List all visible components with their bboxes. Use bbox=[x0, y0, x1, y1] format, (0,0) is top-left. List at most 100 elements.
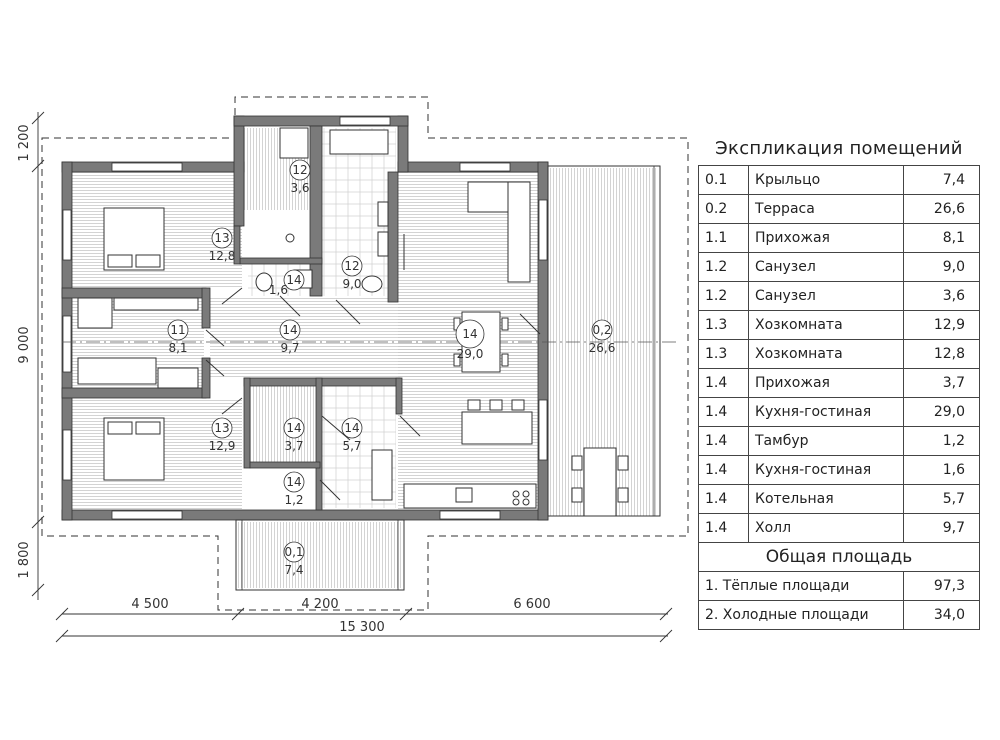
dim-bottom-1: 4 500 bbox=[131, 597, 168, 612]
room-label-area: 5,7 bbox=[342, 439, 361, 453]
sofa bbox=[467, 181, 531, 283]
bed-top bbox=[103, 207, 165, 271]
room-label-area: 29,0 bbox=[457, 347, 484, 361]
room-label-area: 12,8 bbox=[209, 249, 236, 263]
room-number: 1.4 bbox=[698, 397, 749, 427]
room-label-id: 14 bbox=[344, 421, 359, 435]
room-area: 1,2 bbox=[903, 426, 980, 456]
room-label-area: 1,6 bbox=[269, 283, 288, 297]
total-area: 97,3 bbox=[903, 571, 980, 601]
dim-bottom-3: 6 600 bbox=[513, 597, 550, 612]
bath-fixtures bbox=[255, 129, 393, 501]
room-label-area: 26,6 bbox=[589, 341, 616, 355]
dim-left-middle: 9 000 bbox=[17, 326, 32, 363]
porch-frame bbox=[235, 519, 405, 591]
dim-left-top: 1 200 bbox=[17, 124, 32, 161]
room-label: 14 29,0 bbox=[455, 319, 485, 361]
room-label-id: 0,2 bbox=[592, 323, 611, 337]
room-number: 1.4 bbox=[698, 426, 749, 456]
room-area: 3,6 bbox=[903, 281, 980, 311]
room-name: Прихожая bbox=[748, 223, 904, 253]
floor-plan: 12 3,6 13 12,8 14 1,6 12 9,0 11 8,1 14 9… bbox=[17, 96, 689, 643]
room-name: Санузел bbox=[748, 281, 904, 311]
room-name: Крыльцо bbox=[748, 165, 904, 195]
room-name: Санузел bbox=[748, 252, 904, 282]
room-label-id: 0,1 bbox=[284, 545, 303, 559]
dim-left-bottom: 1 800 bbox=[17, 541, 32, 578]
room-name: Хозкомната bbox=[748, 339, 904, 369]
room-label-area: 12,9 bbox=[209, 439, 236, 453]
total-area: 34,0 bbox=[903, 600, 980, 630]
bed-bottom bbox=[103, 417, 165, 481]
room-label-area: 1,2 bbox=[284, 493, 303, 507]
windows bbox=[62, 116, 548, 520]
room-label: 0,2 26,6 bbox=[589, 319, 616, 355]
room-label-area: 7,4 bbox=[284, 563, 303, 577]
room-name: Кухня-гостиная bbox=[748, 455, 904, 485]
room-label-id: 11 bbox=[170, 323, 185, 337]
room-name: Котельная bbox=[748, 484, 904, 514]
total-name: 2. Холодные площади bbox=[698, 600, 904, 630]
room-label-id: 14 bbox=[286, 421, 301, 435]
room-number: 1.3 bbox=[698, 339, 749, 369]
kitchen-counter bbox=[403, 483, 537, 509]
room-label-id: 14 bbox=[282, 323, 297, 337]
schedule-total-header: Общая площадь bbox=[698, 542, 980, 572]
hall-furniture bbox=[77, 297, 199, 389]
room-label-id: 13 bbox=[214, 421, 229, 435]
room-label: 12 9,0 bbox=[341, 255, 363, 291]
room-area: 1,6 bbox=[903, 455, 980, 485]
room-area: 9,7 bbox=[903, 513, 980, 543]
room-area: 12,9 bbox=[903, 310, 980, 340]
dim-bottom-total: 15 300 bbox=[339, 620, 385, 635]
room-number: 1.1 bbox=[698, 223, 749, 253]
kitchen-island bbox=[461, 399, 533, 445]
room-label-id: 14 bbox=[462, 327, 477, 341]
room-area: 5,7 bbox=[903, 484, 980, 514]
room-area: 8,1 bbox=[903, 223, 980, 253]
room-label: 12 3,6 bbox=[289, 159, 311, 195]
total-area-title: Общая площадь bbox=[698, 542, 980, 572]
room-name: Хозкомната bbox=[748, 310, 904, 340]
room-name: Тамбур bbox=[748, 426, 904, 456]
room-label: 0,1 7,4 bbox=[283, 541, 305, 577]
room-label-id: 12 bbox=[292, 163, 307, 177]
room-area: 12,8 bbox=[903, 339, 980, 369]
room-area: 7,4 bbox=[903, 165, 980, 195]
room-label-area: 3,7 bbox=[284, 439, 303, 453]
room-name: Кухня-гостиная bbox=[748, 397, 904, 427]
room-label-area: 8,1 bbox=[168, 341, 187, 355]
room-label-id: 14 bbox=[286, 273, 301, 287]
room-label: 13 12,8 bbox=[209, 227, 236, 263]
room-number: 1.2 bbox=[698, 281, 749, 311]
room-area: 26,6 bbox=[903, 194, 980, 224]
room-label-id: 14 bbox=[286, 475, 301, 489]
room-label: 14 3,7 bbox=[283, 417, 305, 453]
dimension-lines bbox=[31, 111, 673, 643]
room-label: 14 1,6 bbox=[269, 269, 305, 297]
room-area: 3,7 bbox=[903, 368, 980, 398]
room-name: Терраса bbox=[748, 194, 904, 224]
room-number: 1.4 bbox=[698, 368, 749, 398]
terrace-table bbox=[571, 447, 629, 517]
room-label-id: 13 bbox=[214, 231, 229, 245]
room-label: 14 9,7 bbox=[279, 319, 301, 355]
room-labels: 12 3,6 13 12,8 14 1,6 12 9,0 11 8,1 14 9… bbox=[167, 159, 616, 577]
pantry-floor bbox=[248, 384, 314, 462]
room-label-id: 12 bbox=[344, 259, 359, 273]
room-number: 1.2 bbox=[698, 252, 749, 282]
room-number: 1.4 bbox=[698, 513, 749, 543]
